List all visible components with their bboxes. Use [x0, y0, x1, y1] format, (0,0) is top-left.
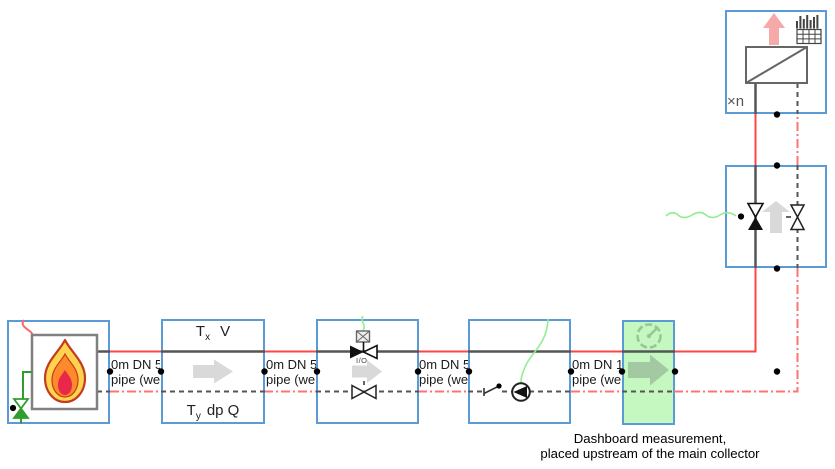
heat-source-box[interactable]	[7, 320, 110, 424]
substation-valve-box[interactable]	[725, 165, 827, 268]
pipe-label-line: 0m DN 5	[266, 357, 316, 372]
component-supply-pipe	[97, 83, 757, 353]
pipe-label-line: pipe (we	[111, 372, 160, 387]
pipe-label-line: 0m DN 5	[419, 357, 468, 372]
diagram-caption: Dashboard measurement, placed upstream o…	[430, 431, 835, 461]
caption-line-2: placed upstream of the main collector	[540, 446, 760, 461]
sensor-subscript: x	[205, 332, 211, 343]
control-valve-box[interactable]	[316, 319, 419, 424]
sensor-symbol: T	[195, 323, 206, 340]
caption-line-1: Dashboard measurement,	[573, 431, 727, 446]
pipe-label-line: pipe (we	[572, 372, 621, 387]
dashboard-measurement-box[interactable]	[622, 320, 675, 425]
pipe-label-3: 0m DN 5 pipe (we	[419, 357, 468, 388]
return-sensor-label: Ty dp Q	[161, 402, 265, 422]
multiplier-label: ×n	[727, 93, 745, 110]
sensor-quantities: V	[220, 323, 231, 340]
pipe-label-line: pipe (we	[419, 372, 468, 387]
io-label: I/O	[356, 356, 368, 365]
pump-box[interactable]	[468, 319, 571, 424]
sensor-quantities: dp Q	[206, 402, 240, 419]
pipe-label-line: 0m DN 5	[111, 357, 160, 372]
pipe-label-line: pipe (we	[266, 372, 316, 387]
sensor-symbol: T	[186, 402, 196, 419]
pipe-label-1: 0m DN 5 pipe (we	[111, 357, 160, 388]
pipe-label-2: 0m DN 5 pipe (we	[266, 357, 316, 388]
supply-line	[110, 114, 757, 353]
pipe-label-4: 0m DN 1 pipe (we	[572, 357, 621, 388]
sensor-subscript: y	[195, 411, 201, 422]
pipe-label-line: 0m DN 1	[572, 357, 621, 372]
